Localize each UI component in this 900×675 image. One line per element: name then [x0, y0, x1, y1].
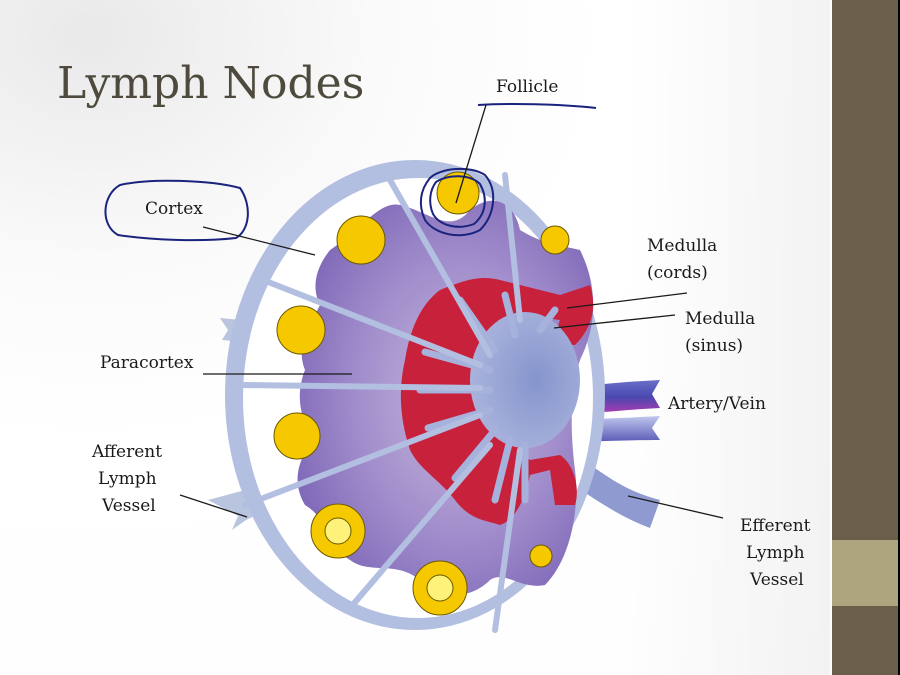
- window-edge: [898, 0, 900, 675]
- label-medulla-cords-line1: Medulla: [647, 236, 717, 256]
- label-efferent-line2: Lymph: [746, 543, 805, 563]
- label-cortex: Cortex: [145, 199, 203, 219]
- label-efferent-line3: Vessel: [749, 570, 804, 590]
- sidebar-accent-block: [832, 540, 898, 606]
- follicle: [276, 305, 326, 355]
- follicle: [529, 544, 553, 568]
- label-follicle: Follicle: [496, 77, 558, 97]
- follicle-circle-annotation: [419, 167, 495, 237]
- label-afferent-line1: Afferent: [91, 442, 162, 462]
- label-afferent-line3: Vessel: [101, 496, 156, 516]
- label-paracortex: Paracortex: [100, 353, 194, 373]
- follicle-underline-annotation: [477, 103, 597, 109]
- leader-lines: [179, 104, 724, 519]
- medulla-sinus: [470, 312, 580, 448]
- label-medulla-sinus-line2: (sinus): [685, 336, 743, 356]
- label-medulla-cords-line2: (cords): [647, 263, 708, 283]
- secondary-follicle: [310, 503, 366, 559]
- follicle-top: [436, 171, 480, 215]
- label-efferent-line1: Efferent: [740, 516, 811, 536]
- follicle: [540, 225, 570, 255]
- secondary-follicle: [412, 560, 468, 616]
- follicle: [336, 215, 386, 265]
- cortex-circle-annotation: [104, 179, 249, 242]
- follicle-circle-annotation-inner: [429, 175, 486, 228]
- follicle: [273, 412, 321, 460]
- slide-title: Lymph Nodes: [57, 58, 365, 109]
- trabeculae: [237, 172, 523, 633]
- label-afferent-line2: Lymph: [98, 469, 157, 489]
- label-artery-vein: Artery/Vein: [667, 394, 766, 414]
- label-medulla-sinus-line1: Medulla: [685, 309, 755, 329]
